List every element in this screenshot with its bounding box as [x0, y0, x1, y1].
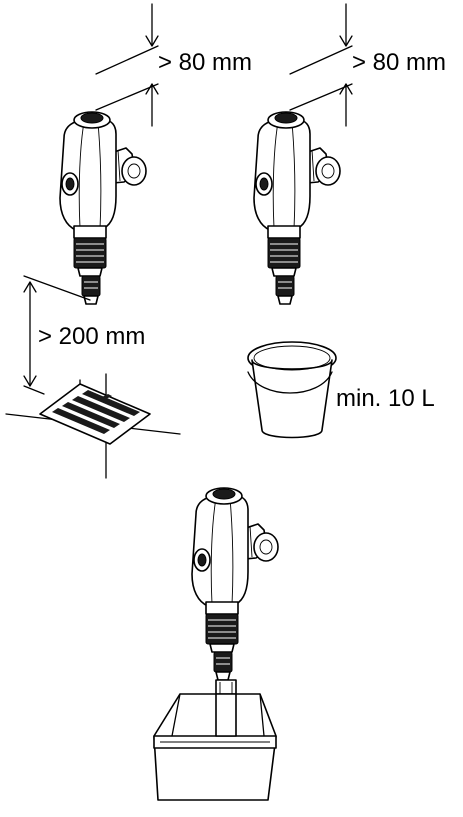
clearance-label-top-left: > 80 mm	[158, 49, 252, 76]
clearance-dimension-top-right	[289, 3, 353, 127]
filter-unit-bottom	[191, 487, 279, 681]
clearance-label-top-right: > 80 mm	[352, 49, 446, 76]
bucket-volume-label: min. 10 L	[336, 385, 435, 412]
floor-drain	[5, 373, 181, 479]
filter-unit-top-left	[59, 111, 147, 305]
clearance-dimension-top-left	[95, 3, 159, 127]
bucket-icon	[247, 341, 337, 439]
clearance-dimension-floor	[23, 275, 91, 395]
collection-container	[153, 693, 277, 801]
clearance-label-floor: > 200 mm	[38, 323, 145, 350]
filter-unit-top-right	[253, 111, 341, 305]
